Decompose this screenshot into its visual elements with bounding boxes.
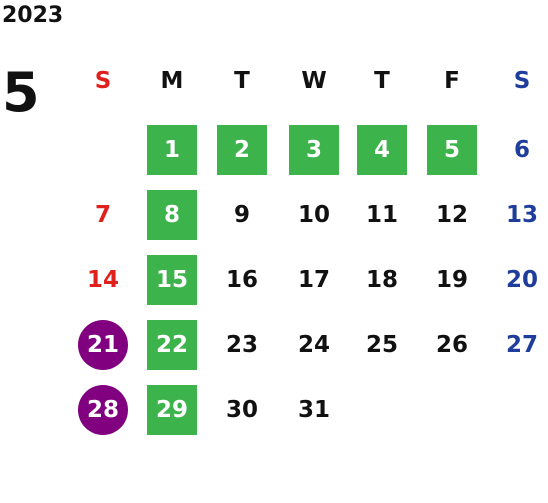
weekday-header-fri: F [444,68,460,94]
day-cell-28[interactable]: 28 [78,385,128,435]
day-cell-20[interactable]: 20 [505,267,538,293]
day-cell-30[interactable]: 30 [225,397,258,423]
day-cell-31[interactable]: 31 [297,397,330,423]
weekday-header-mon: M [160,68,184,94]
day-cell-10[interactable]: 10 [297,202,330,228]
day-cell-17[interactable]: 17 [297,267,330,293]
day-cell-14[interactable]: 14 [86,267,119,293]
day-cell-13[interactable]: 13 [505,202,538,228]
day-cell-1[interactable]: 1 [147,125,197,175]
day-cell-4[interactable]: 4 [357,125,407,175]
weekday-header-tue: T [234,68,250,94]
day-cell-3[interactable]: 3 [289,125,339,175]
day-cell-7[interactable]: 7 [94,202,111,228]
day-cell-22[interactable]: 22 [147,320,197,370]
day-cell-29[interactable]: 29 [147,385,197,435]
day-cell-25[interactable]: 25 [365,332,398,358]
day-cell-24[interactable]: 24 [297,332,330,358]
day-cell-27[interactable]: 27 [505,332,538,358]
day-cell-12[interactable]: 12 [435,202,468,228]
day-cell-19[interactable]: 19 [435,267,468,293]
weekday-header-sat: S [513,68,531,94]
day-cell-16[interactable]: 16 [225,267,258,293]
day-cell-2[interactable]: 2 [217,125,267,175]
day-cell-26[interactable]: 26 [435,332,468,358]
year-label: 2023 [2,3,64,28]
day-cell-5[interactable]: 5 [427,125,477,175]
day-cell-15[interactable]: 15 [147,255,197,305]
day-cell-21[interactable]: 21 [78,320,128,370]
day-cell-6[interactable]: 6 [513,137,530,163]
month-number: 5 [2,61,40,124]
day-cell-9[interactable]: 9 [233,202,250,228]
weekday-header-wed: W [301,68,327,94]
weekday-header-thu: T [374,68,390,94]
weekday-header-sun: S [94,68,112,94]
day-cell-18[interactable]: 18 [365,267,398,293]
day-cell-8[interactable]: 8 [147,190,197,240]
day-cell-11[interactable]: 11 [365,202,398,228]
day-cell-23[interactable]: 23 [225,332,258,358]
